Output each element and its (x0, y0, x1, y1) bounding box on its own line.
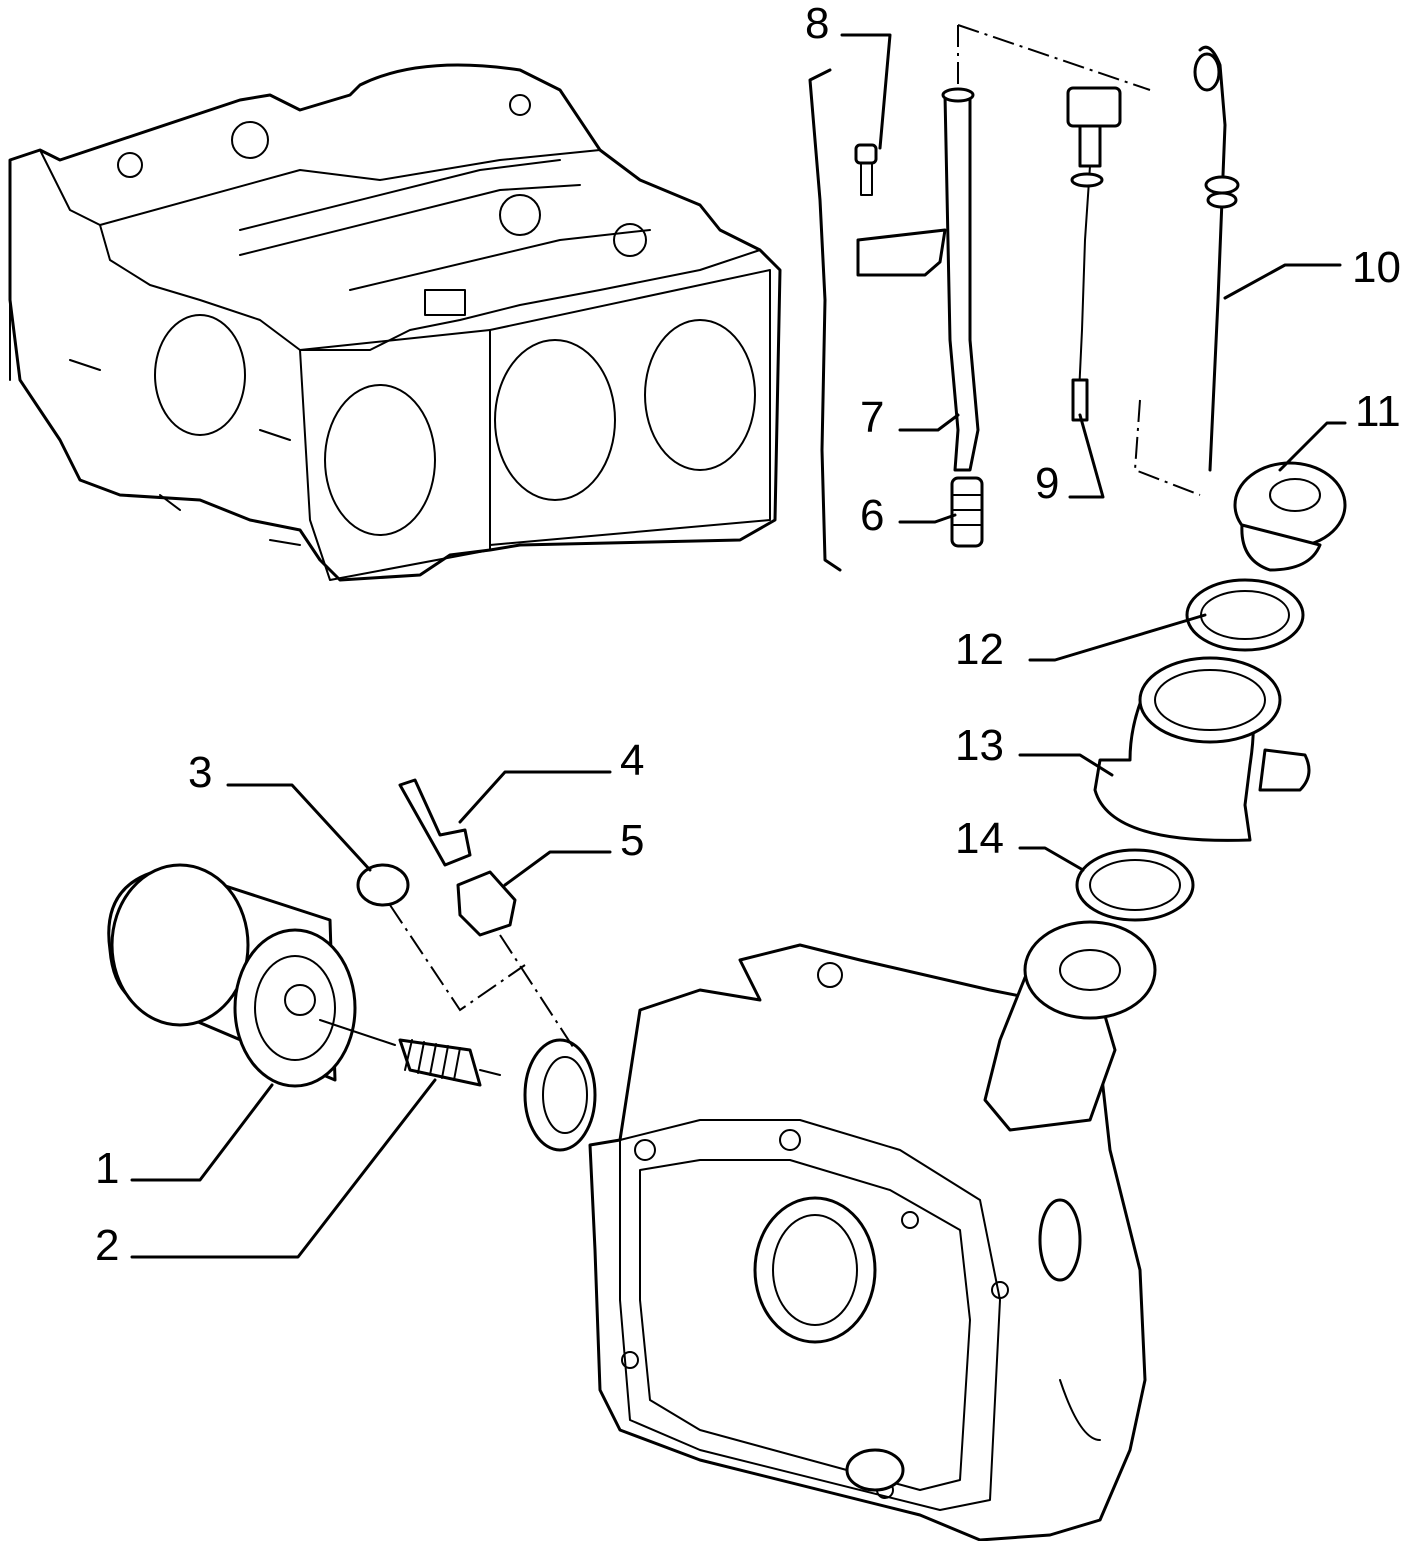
callout-4: 4 (620, 736, 644, 785)
callout-11: 11 (1355, 387, 1401, 436)
callout-7: 7 (860, 393, 884, 442)
leader-line-2 (130, 1078, 437, 1259)
callout-5: 5 (620, 816, 644, 865)
leader-line-10 (1223, 263, 1342, 300)
small-parts-illustration (319, 778, 576, 1087)
leader-lines (130, 33, 1347, 1259)
dipstick-group-illustration (808, 24, 1240, 572)
leader-line-5 (503, 850, 612, 887)
oil-filter-illustration (107, 863, 357, 1088)
filler-neck-illustration (1075, 461, 1347, 922)
callout-12: 12 (955, 625, 1004, 674)
callout-1: 1 (95, 1144, 119, 1193)
callout-2: 2 (95, 1221, 119, 1270)
leader-line-4 (458, 770, 612, 824)
leader-line-9 (1068, 413, 1105, 499)
callout-10: 10 (1352, 243, 1401, 292)
leader-line-1 (130, 1083, 274, 1182)
leader-line-6 (898, 513, 957, 524)
callout-6: 6 (860, 491, 884, 540)
leader-line-8 (840, 33, 892, 150)
callout-14: 14 (955, 814, 1004, 863)
leader-line-3 (226, 783, 372, 872)
callout-labels: 1 2 3 4 5 6 7 8 9 10 11 12 13 14 (95, 0, 1401, 1270)
engine-block-illustration (8, 63, 782, 582)
callout-3: 3 (188, 748, 212, 797)
leader-line-12 (1028, 613, 1207, 662)
callout-13: 13 (955, 721, 1004, 770)
callout-8: 8 (805, 0, 829, 48)
leader-line-11 (1278, 421, 1347, 472)
leader-line-14 (1018, 846, 1085, 872)
leader-line-7 (898, 413, 960, 432)
leader-line-13 (1018, 753, 1114, 777)
callout-9: 9 (1035, 459, 1059, 508)
oil-pump-housing-illustration (523, 920, 1157, 1541)
